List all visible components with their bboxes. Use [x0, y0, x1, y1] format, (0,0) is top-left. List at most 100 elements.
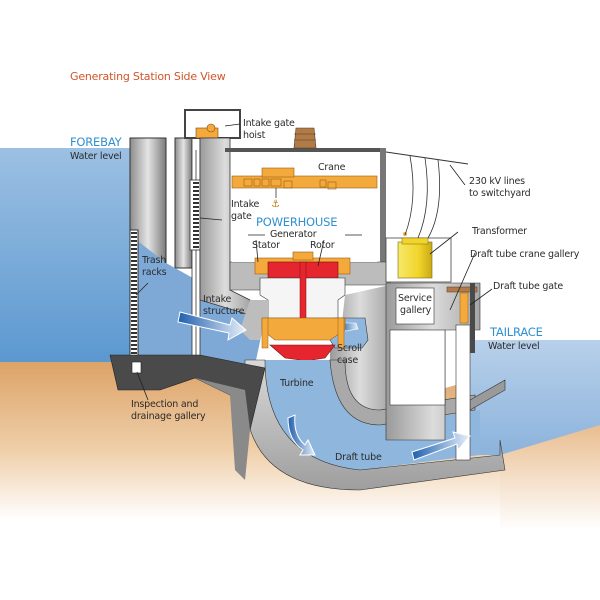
- rack-bar: [131, 304, 137, 306]
- transformer-label: Transformer: [472, 226, 527, 237]
- forebay-water-level: Water level: [70, 151, 122, 162]
- rack-bar: [131, 240, 137, 242]
- transmission-line: [385, 151, 469, 165]
- intake-structure-label-2: structure: [203, 306, 245, 317]
- intake-gate-bars: [193, 182, 199, 248]
- generator-hall-interior: [232, 200, 377, 262]
- rack-bar: [193, 182, 199, 184]
- rack-bar: [131, 236, 137, 238]
- rack-bar: [131, 264, 137, 266]
- rack-bar: [131, 248, 137, 250]
- crane-machinery-box: [253, 178, 261, 187]
- rack-bar: [193, 218, 199, 220]
- line-drop-2: [417, 157, 428, 239]
- rack-bar: [131, 316, 137, 318]
- intake-gate-hoist-label-2: hoist: [243, 130, 266, 141]
- rack-bar: [131, 260, 137, 262]
- rack-bar: [131, 288, 137, 290]
- lines-label-1: 230 kV lines: [469, 176, 525, 187]
- line-drop-1: [404, 155, 414, 236]
- draft-tube-crane: [446, 286, 478, 293]
- service-gallery-label-2: gallery: [400, 305, 432, 316]
- rack-bar: [193, 230, 199, 232]
- service-gallery-label-1: Service: [398, 293, 432, 304]
- rack-bar: [131, 340, 137, 342]
- scroll-case-label-1: Scroll: [337, 343, 362, 354]
- forebay-water: [0, 148, 130, 363]
- rack-bar: [131, 352, 137, 354]
- intake-gate-hoist-label-1: Intake gate: [243, 118, 295, 129]
- rack-bar: [193, 206, 199, 208]
- roof-hoist-stack: [293, 127, 317, 149]
- intake-gate-label-1: Intake: [231, 199, 260, 210]
- intake-pillar-right: [174, 137, 193, 269]
- turbine-label: Turbine: [280, 378, 314, 389]
- crane-machinery-box: [261, 178, 270, 187]
- foundation-grey-slope: [195, 378, 250, 480]
- inspection-gallery-label-2: drainage gallery: [131, 411, 206, 422]
- rack-bar: [131, 272, 137, 274]
- tailrace-water: [470, 340, 600, 455]
- stator-label: Stator: [252, 240, 280, 251]
- rack-bar: [131, 336, 137, 338]
- draft-tube-gate-label: Draft tube gate: [493, 281, 564, 292]
- forebay-label: FOREBAY: [70, 135, 122, 149]
- tailrace-label: TAILRACE: [490, 325, 543, 339]
- trash-racks-label-2: racks: [142, 267, 167, 278]
- crane-label: Crane: [318, 162, 346, 173]
- rack-bar: [131, 332, 137, 334]
- rack-bar: [131, 284, 137, 286]
- lower-white-room: [389, 329, 446, 406]
- rack-bar: [193, 186, 199, 188]
- rack-bar: [131, 312, 137, 314]
- draft-tube-floor: [244, 359, 506, 491]
- draft-tube-crane-gallery-label: Draft tube crane gallery: [470, 249, 580, 260]
- rack-bar: [131, 320, 137, 322]
- leader-lines: [135, 123, 493, 401]
- crane-machinery-box: [319, 179, 327, 188]
- rack-bar: [131, 328, 137, 330]
- crane-machinery-box: [327, 181, 337, 190]
- flow-arrow-icon: [287, 414, 316, 456]
- rack-bar: [131, 252, 137, 254]
- rack-bar: [193, 234, 199, 236]
- powerhouse-wall-right: [380, 148, 386, 283]
- ground-right: [500, 425, 600, 530]
- trash-racks-label-1: Trash: [142, 255, 167, 266]
- flow-arrow-icon: [411, 431, 471, 461]
- rack-bar: [131, 300, 137, 302]
- lines-label-2: to switchyard: [469, 188, 531, 199]
- rack-bar: [131, 232, 137, 234]
- intake-structure-label-1: Intake: [203, 294, 232, 305]
- rack-bar: [131, 244, 137, 246]
- crane-machinery-box: [243, 178, 253, 187]
- crane-hook-icon: ⚓: [271, 199, 280, 210]
- crane-trolley: [261, 167, 295, 178]
- intake-gate-label-2: gate: [231, 211, 252, 222]
- rack-bar: [131, 308, 137, 310]
- rack-bar: [193, 246, 199, 248]
- rotor-label: Rotor: [310, 240, 335, 251]
- rack-bar: [193, 210, 199, 212]
- rack-bar: [131, 276, 137, 278]
- hoist-drum: [206, 123, 216, 133]
- rack-bar: [131, 256, 137, 258]
- powerhouse-label: POWERHOUSE: [256, 215, 338, 229]
- flow-arrow-icon: [177, 311, 247, 341]
- rack-bar: [193, 190, 199, 192]
- inspection-gallery-opening: [131, 361, 142, 374]
- rack-bar: [193, 214, 199, 216]
- crane-boxes: [243, 178, 337, 190]
- rack-bar: [131, 292, 137, 294]
- turbine-shaft: [299, 261, 307, 323]
- rack-bar: [193, 194, 199, 196]
- rack-bar: [193, 226, 199, 228]
- inspection-gallery-label-1: Inspection and: [131, 399, 199, 410]
- transformer: [397, 241, 433, 279]
- rack-bar: [193, 198, 199, 200]
- rack-bar: [193, 222, 199, 224]
- scroll-case-label-2: case: [337, 355, 359, 366]
- generator-label: Generator: [270, 229, 317, 240]
- crane-machinery-box: [270, 178, 282, 187]
